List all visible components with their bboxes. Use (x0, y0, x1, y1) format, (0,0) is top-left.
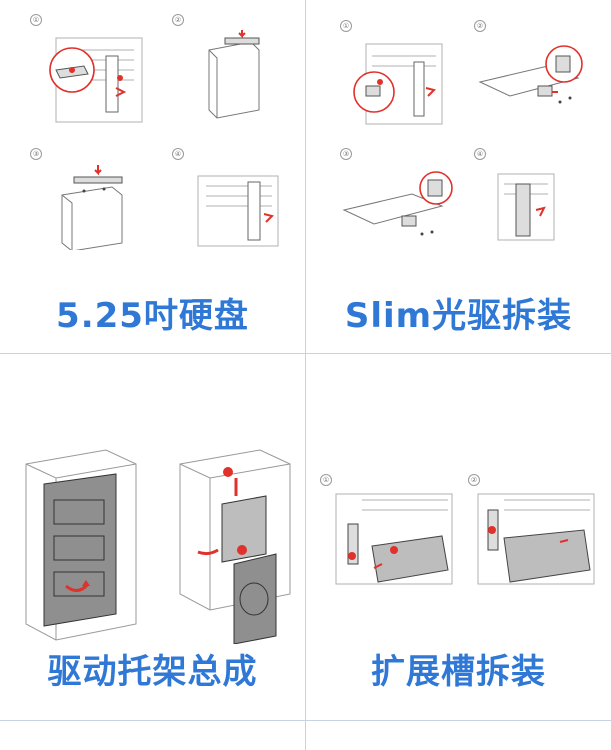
bracket-step1-illustration (25, 449, 137, 641)
vertical-divider (305, 0, 306, 750)
panel-expansion-slot: ① ② 扩展槽拆装 (306, 354, 611, 720)
step-number-4: ④ (474, 148, 486, 160)
bracket-step2-illustration (179, 449, 291, 644)
panel-title: Slim光驱拆装 (344, 296, 573, 336)
horizontal-divider (0, 353, 611, 354)
panel-title: 5.25吋硬盘 (56, 296, 249, 336)
step-number-2: ② (474, 20, 486, 32)
slim-step1-illustration (353, 43, 443, 125)
step-number-1: ① (30, 14, 42, 26)
step4-illustration (197, 175, 279, 247)
step-number-1: ① (340, 20, 352, 32)
expansion-step1-illustration (335, 493, 453, 585)
step1-illustration (49, 37, 143, 123)
step2-illustration (208, 30, 260, 119)
step-number-1: ① (320, 474, 332, 486)
panel-title: 扩展槽拆装 (371, 652, 546, 692)
step-number-3: ③ (30, 148, 42, 160)
step-number-4: ④ (172, 148, 184, 160)
step-number-2: ② (468, 474, 480, 486)
step3-illustration (61, 165, 123, 250)
panel-slim-optical: ① ② ③ ④ (306, 0, 611, 353)
panel-525-drive: ① ② ③ ④ (0, 0, 305, 353)
slim-step4-illustration (497, 173, 555, 241)
step-number-2: ② (172, 14, 184, 26)
slim-step3-illustration (342, 171, 453, 236)
expansion-step2-illustration (477, 493, 595, 585)
panel-drive-bracket: 驱动托架总成 (0, 354, 305, 720)
step-number-3: ③ (340, 148, 352, 160)
panel-title: 驱动托架总成 (47, 652, 258, 692)
bottom-divider (0, 720, 611, 721)
slim-step2-illustration (478, 45, 583, 104)
